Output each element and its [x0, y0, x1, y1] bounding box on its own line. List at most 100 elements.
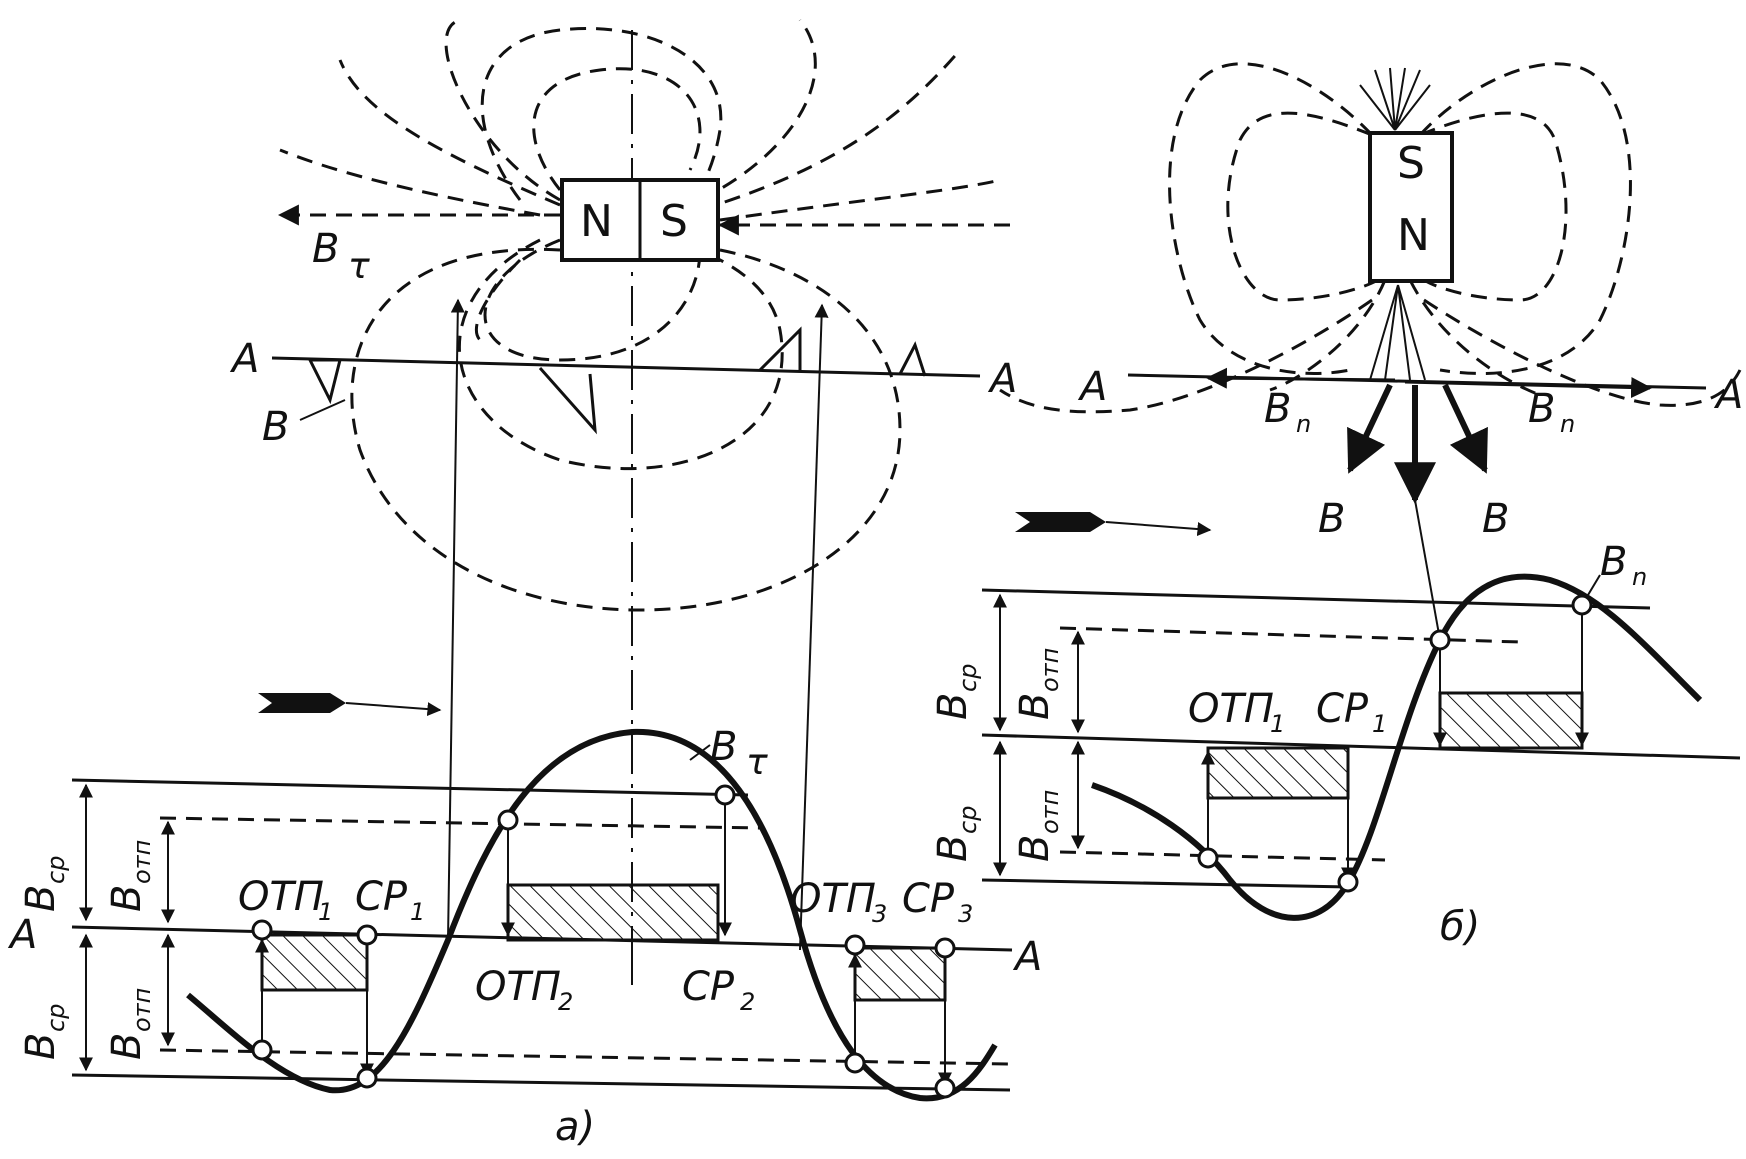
- hatch-zone-b1: [1206, 746, 1350, 800]
- svg-text:отп: отп: [1036, 648, 1064, 692]
- motion-arrow-a: [258, 693, 442, 717]
- otp1-label-a: ОТП 1: [238, 874, 333, 926]
- b-label-leader: [299, 399, 346, 421]
- b-label-left-b: B: [1318, 496, 1345, 542]
- curve-label-leader: [689, 744, 711, 761]
- cp1-label-a: СР 1: [355, 874, 425, 926]
- bcp-label-lower: B cp: [18, 1004, 70, 1060]
- bcp-label-upper-b: B cp: [930, 664, 982, 720]
- botp-upper-line-b: [1059, 626, 1521, 644]
- svg-text:n: n: [1560, 410, 1575, 438]
- flux-bottom-b: [1369, 284, 1426, 381]
- hatch-zone-3: [853, 946, 947, 1002]
- curve-tau-label: τ: [746, 742, 768, 783]
- svg-text:cp: cp: [42, 856, 70, 884]
- cp3-label-a: СР 3: [902, 876, 973, 928]
- field-vectors-a: [307, 326, 927, 435]
- bn-curve: [1091, 573, 1703, 921]
- axis-a-left: A: [229, 336, 259, 382]
- bn-vector-left: [1205, 367, 1396, 389]
- botp-label-upper-b: B отп: [1012, 648, 1064, 720]
- magnet-b: S N: [1368, 131, 1454, 283]
- magnet-s-label: S: [660, 196, 688, 247]
- svg-text:B: B: [1012, 835, 1058, 862]
- svg-text:B: B: [1528, 386, 1555, 432]
- bn-label-left: B n: [1264, 386, 1311, 438]
- svg-text:B: B: [1264, 386, 1291, 432]
- svg-text:B: B: [104, 1033, 150, 1060]
- b-tau-curve: [186, 728, 998, 1102]
- svg-text:n: n: [1296, 410, 1311, 438]
- svg-text:2: 2: [740, 988, 755, 1016]
- panel-b: S N A A B n B n B B: [930, 62, 1743, 950]
- motion-arrow-b: [1015, 512, 1212, 537]
- b-label-right-b: B: [1482, 496, 1509, 542]
- field-lines-a: [277, 18, 1010, 612]
- caption-a: а): [555, 1104, 595, 1150]
- svg-text:отп: отп: [128, 840, 156, 884]
- svg-text:ОТП: ОТП: [475, 964, 561, 1010]
- svg-text:3: 3: [958, 900, 973, 928]
- hatch-zone-2: [506, 883, 720, 942]
- projection-line-1: [447, 298, 465, 941]
- magnet-s-label-b: S: [1397, 138, 1425, 189]
- bcp-upper-line: [71, 778, 749, 797]
- botp-upper-line: [159, 816, 761, 830]
- svg-text:2: 2: [558, 988, 573, 1016]
- magnet-a: N S: [560, 178, 720, 262]
- svg-text:СР: СР: [355, 874, 408, 920]
- svg-text:B: B: [1012, 693, 1058, 720]
- svg-text:B: B: [104, 885, 150, 912]
- svg-text:ОТП: ОТП: [790, 876, 876, 922]
- axis-a-left-b: A: [1077, 364, 1107, 410]
- bn-vector-right: [1404, 377, 1653, 399]
- svg-text:1: 1: [1270, 710, 1285, 738]
- axis-a-right: A: [987, 356, 1017, 402]
- projection-line-2: [799, 303, 829, 951]
- axis-zero-b: [981, 733, 1741, 760]
- bcp-label-upper: B cp: [18, 856, 70, 912]
- curve-bn-leader: [1584, 574, 1601, 601]
- svg-text:СР: СР: [1316, 686, 1369, 732]
- tau-sub: τ: [348, 246, 370, 287]
- svg-text:B: B: [930, 835, 976, 862]
- caption-b: б): [1440, 904, 1480, 950]
- svg-text:1: 1: [410, 898, 425, 926]
- b-tau-label: B: [312, 226, 339, 272]
- projection-line-b: [1414, 499, 1441, 641]
- magnet-n-label: N: [580, 196, 613, 247]
- svg-text:n: n: [1632, 563, 1647, 591]
- svg-text:cp: cp: [954, 664, 982, 692]
- svg-text:cp: cp: [954, 806, 982, 834]
- botp-lower-line-b: [1059, 850, 1386, 862]
- bcp-lower-line: [71, 1073, 1011, 1092]
- hatch-zone-1: [260, 933, 369, 992]
- svg-text:3: 3: [872, 900, 887, 928]
- svg-text:СР: СР: [902, 876, 955, 922]
- otp3-label-a: ОТП 3: [790, 876, 887, 928]
- svg-text:ОТП: ОТП: [1188, 686, 1274, 732]
- bn-label-right: B n: [1528, 386, 1575, 438]
- flux-top-b: [1359, 67, 1431, 131]
- cp1-label-b: СР 1: [1316, 686, 1387, 738]
- axis-a-lower-right: A: [1012, 934, 1042, 980]
- botp-label-lower-b: B отп: [1012, 790, 1064, 862]
- svg-text:СР: СР: [682, 964, 735, 1010]
- bcp-label-lower-b: B cp: [930, 806, 982, 862]
- b-vector-left: [1347, 383, 1393, 474]
- curve-bn-label: B n: [1600, 539, 1647, 591]
- botp-lower-line: [159, 1048, 1011, 1066]
- panel-a: N S B τ A A B A A: [7, 18, 1042, 1150]
- botp-label-upper: B отп: [104, 840, 156, 912]
- svg-text:отп: отп: [128, 988, 156, 1032]
- otp2-label-a: ОТП 2: [475, 964, 573, 1016]
- bcp-lower-line-b: [981, 878, 1351, 889]
- svg-text:1: 1: [318, 898, 333, 926]
- svg-text:отп: отп: [1036, 790, 1064, 834]
- svg-text:cp: cp: [42, 1004, 70, 1032]
- axis-a-lower-left: A: [7, 912, 37, 958]
- axis-a-right-b: A: [1713, 372, 1743, 418]
- b-label-left: B: [262, 404, 289, 450]
- svg-text:B: B: [18, 885, 64, 912]
